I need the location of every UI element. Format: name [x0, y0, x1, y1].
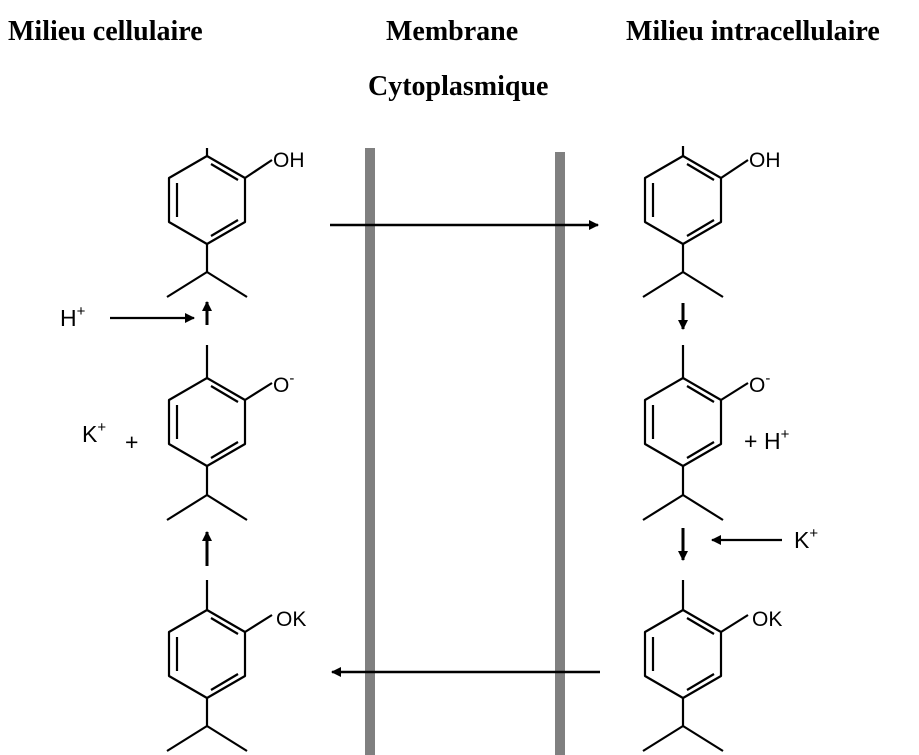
label-o-minus-left: O- — [273, 370, 294, 397]
molecule-potassium-phenoxide-left — [166, 580, 273, 752]
label-oh-right: OH — [749, 149, 781, 172]
label-oh-left: OH — [273, 149, 305, 172]
header-membrane: Membrane — [386, 16, 519, 47]
label-plus-right: + — [744, 428, 757, 454]
molecule-phenol-right-top — [642, 146, 749, 298]
molecule-phenol-left-top — [166, 148, 273, 298]
header-cytoplasmic: Cytoplasmique — [368, 71, 549, 102]
label-plus-left: + — [125, 429, 138, 455]
molecule-phenolate-right — [642, 345, 749, 521]
label-k-ion-right: K+ — [794, 525, 818, 553]
membrane-line-left — [365, 148, 375, 755]
label-o-minus-right: O- — [749, 370, 770, 397]
label-ok-left: OK — [276, 608, 306, 631]
molecule-potassium-phenoxide-right — [642, 580, 749, 752]
header-intracellular: Milieu intracellulaire — [626, 16, 880, 47]
molecule-phenolate-left — [166, 345, 273, 521]
label-h-ion-left: H+ — [60, 303, 86, 331]
label-ok-right: OK — [752, 608, 782, 631]
membrane-line-right — [555, 152, 565, 755]
label-h-ion-right: H+ — [764, 426, 790, 454]
label-k-ion-left: K+ — [82, 419, 106, 447]
header-extracellular: Milieu cellulaire — [8, 16, 203, 47]
